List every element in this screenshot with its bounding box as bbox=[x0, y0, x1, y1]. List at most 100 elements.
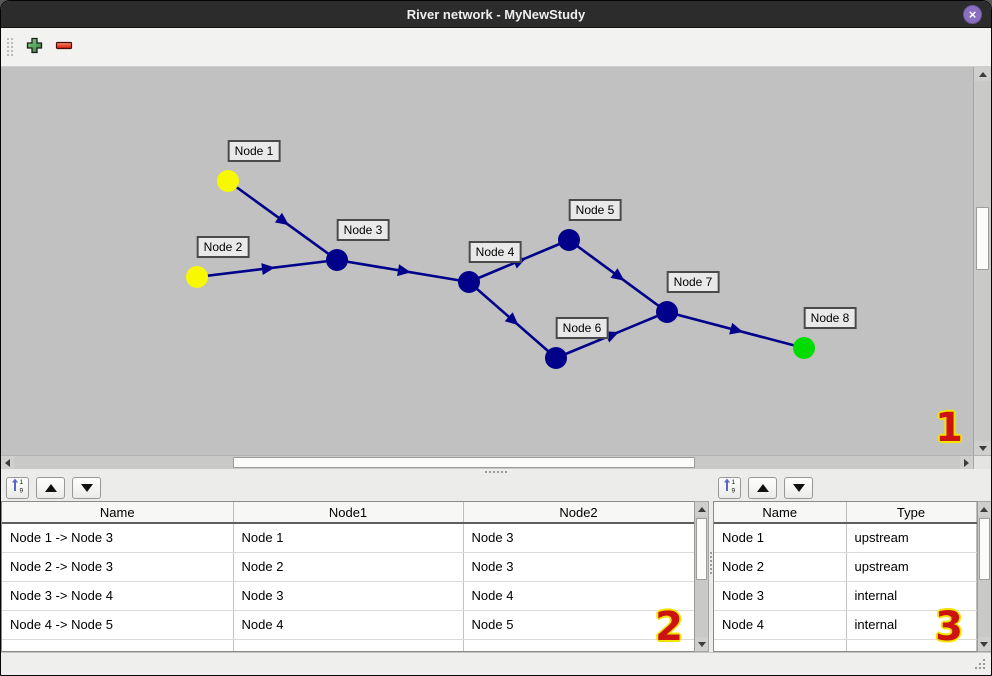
node-label-node-4[interactable]: Node 4 bbox=[468, 241, 522, 263]
scroll-up-button[interactable] bbox=[695, 502, 708, 516]
scrollbar-thumb[interactable] bbox=[976, 207, 989, 270]
status-bar bbox=[1, 652, 991, 675]
table-row[interactable] bbox=[2, 639, 694, 651]
node-label-node-3[interactable]: Node 3 bbox=[336, 219, 390, 241]
scroll-down-button[interactable] bbox=[695, 637, 708, 651]
close-button[interactable]: × bbox=[963, 5, 982, 24]
table-cell[interactable]: internal bbox=[846, 581, 977, 611]
scrollbar-thumb[interactable] bbox=[978, 518, 990, 580]
network-node-node-3[interactable] bbox=[326, 249, 348, 271]
node-label-node-7[interactable]: Node 7 bbox=[666, 271, 720, 293]
scroll-down-button[interactable] bbox=[974, 441, 991, 455]
edge-arrow-icon bbox=[729, 322, 744, 335]
table-cell[interactable]: Node 4 bbox=[233, 610, 464, 640]
remove-button[interactable] bbox=[52, 34, 76, 60]
network-node-node-2[interactable] bbox=[186, 266, 208, 288]
scroll-left-button[interactable] bbox=[1, 456, 14, 469]
table-cell[interactable] bbox=[846, 639, 977, 651]
move-down-button[interactable] bbox=[72, 476, 101, 499]
scroll-up-button[interactable] bbox=[977, 502, 991, 516]
arrow-down-icon bbox=[80, 483, 93, 492]
table-cell[interactable]: Node 1 -> Node 3 bbox=[2, 523, 234, 553]
canvas-row: Node 1 Node 2 Node 3 Node 4 Node 5 Node 6 Node… bbox=[1, 67, 991, 455]
table-cell[interactable] bbox=[2, 639, 234, 651]
column-header-type[interactable]: Type bbox=[846, 502, 977, 524]
table-cell[interactable]: Node 3 bbox=[463, 523, 694, 553]
table-cell[interactable]: Node 3 bbox=[714, 581, 847, 611]
arrow-up-icon bbox=[44, 483, 57, 492]
node-label-node-5[interactable]: Node 5 bbox=[568, 199, 622, 221]
table-cell[interactable]: Node 3 bbox=[463, 552, 694, 582]
table-row[interactable] bbox=[714, 639, 977, 651]
edge-arrow-icon bbox=[610, 268, 625, 281]
triangle-down-icon bbox=[978, 445, 987, 451]
links-table-scrollbar[interactable] bbox=[694, 501, 709, 652]
scrollbar-thumb[interactable] bbox=[233, 457, 695, 468]
network-canvas[interactable]: Node 1 Node 2 Node 3 Node 4 Node 5 Node 6 Node… bbox=[1, 67, 973, 455]
table-cell[interactable]: upstream bbox=[846, 552, 977, 582]
table-cell[interactable]: Node 2 bbox=[233, 552, 464, 582]
table-cell[interactable]: upstream bbox=[846, 523, 977, 553]
title-bar[interactable]: River network - MyNewStudy × bbox=[1, 1, 991, 28]
svg-text:9: 9 bbox=[19, 487, 23, 493]
table-cell[interactable]: Node 2 -> Node 3 bbox=[2, 552, 234, 582]
network-node-node-7[interactable] bbox=[656, 301, 678, 323]
scroll-up-button[interactable] bbox=[974, 67, 991, 81]
table-cell[interactable]: Node 4 bbox=[463, 581, 694, 611]
sort-numeric-icon: 1 9 bbox=[723, 478, 737, 498]
table-cell[interactable] bbox=[233, 639, 464, 651]
table-cell[interactable]: Node 3 bbox=[233, 581, 464, 611]
table-cell[interactable]: Node 2 bbox=[714, 552, 847, 582]
table-cell[interactable]: Node 4 bbox=[714, 610, 847, 640]
add-button[interactable] bbox=[22, 34, 46, 60]
move-down-button[interactable] bbox=[784, 476, 813, 499]
column-header-name[interactable]: Name bbox=[2, 502, 234, 524]
table-cell[interactable]: Node 1 bbox=[233, 523, 464, 553]
column-header-name[interactable]: Name bbox=[714, 502, 847, 524]
table-cell[interactable]: Node 1 bbox=[714, 523, 847, 553]
table-cell[interactable]: Node 4 -> Node 5 bbox=[2, 610, 234, 640]
vertical-splitter[interactable] bbox=[709, 474, 713, 652]
network-node-node-8[interactable] bbox=[793, 337, 815, 359]
scrollbar-thumb[interactable] bbox=[696, 518, 707, 580]
table-cell[interactable]: internal bbox=[846, 610, 977, 640]
network-node-node-5[interactable] bbox=[558, 229, 580, 251]
column-header-node2[interactable]: Node2 bbox=[463, 502, 694, 524]
network-node-node-1[interactable] bbox=[217, 170, 239, 192]
arrow-down-icon bbox=[792, 483, 805, 492]
node-label-node-8[interactable]: Node 8 bbox=[803, 307, 857, 329]
network-node-node-4[interactable] bbox=[458, 271, 480, 293]
node-label-node-1[interactable]: Node 1 bbox=[227, 140, 281, 162]
sort-button[interactable]: 1 9 bbox=[718, 476, 741, 499]
canvas-vertical-scrollbar[interactable] bbox=[973, 67, 991, 455]
table-cell[interactable]: Node 3 -> Node 4 bbox=[2, 581, 234, 611]
resize-grip-icon[interactable] bbox=[983, 667, 985, 669]
scroll-right-button[interactable] bbox=[960, 456, 973, 469]
move-up-button[interactable] bbox=[36, 476, 65, 499]
node-label-node-2[interactable]: Node 2 bbox=[196, 236, 250, 258]
table-cell[interactable]: Node 5 bbox=[463, 610, 694, 640]
horizontal-splitter[interactable] bbox=[1, 469, 991, 474]
node-label-node-6[interactable]: Node 6 bbox=[555, 317, 609, 339]
canvas-horizontal-scrollbar[interactable] bbox=[1, 455, 973, 469]
move-up-button[interactable] bbox=[748, 476, 777, 499]
network-node-node-6[interactable] bbox=[545, 347, 567, 369]
column-header-node1[interactable]: Node1 bbox=[233, 502, 464, 524]
toolbar-drag-handle[interactable] bbox=[6, 37, 14, 57]
plus-icon bbox=[26, 37, 43, 57]
scroll-down-button[interactable] bbox=[977, 637, 991, 651]
table-cell[interactable] bbox=[463, 639, 694, 651]
nodes-table-scrollbar[interactable] bbox=[976, 501, 991, 652]
table-cell[interactable] bbox=[714, 639, 847, 651]
sort-button[interactable]: 1 9 bbox=[6, 476, 29, 499]
